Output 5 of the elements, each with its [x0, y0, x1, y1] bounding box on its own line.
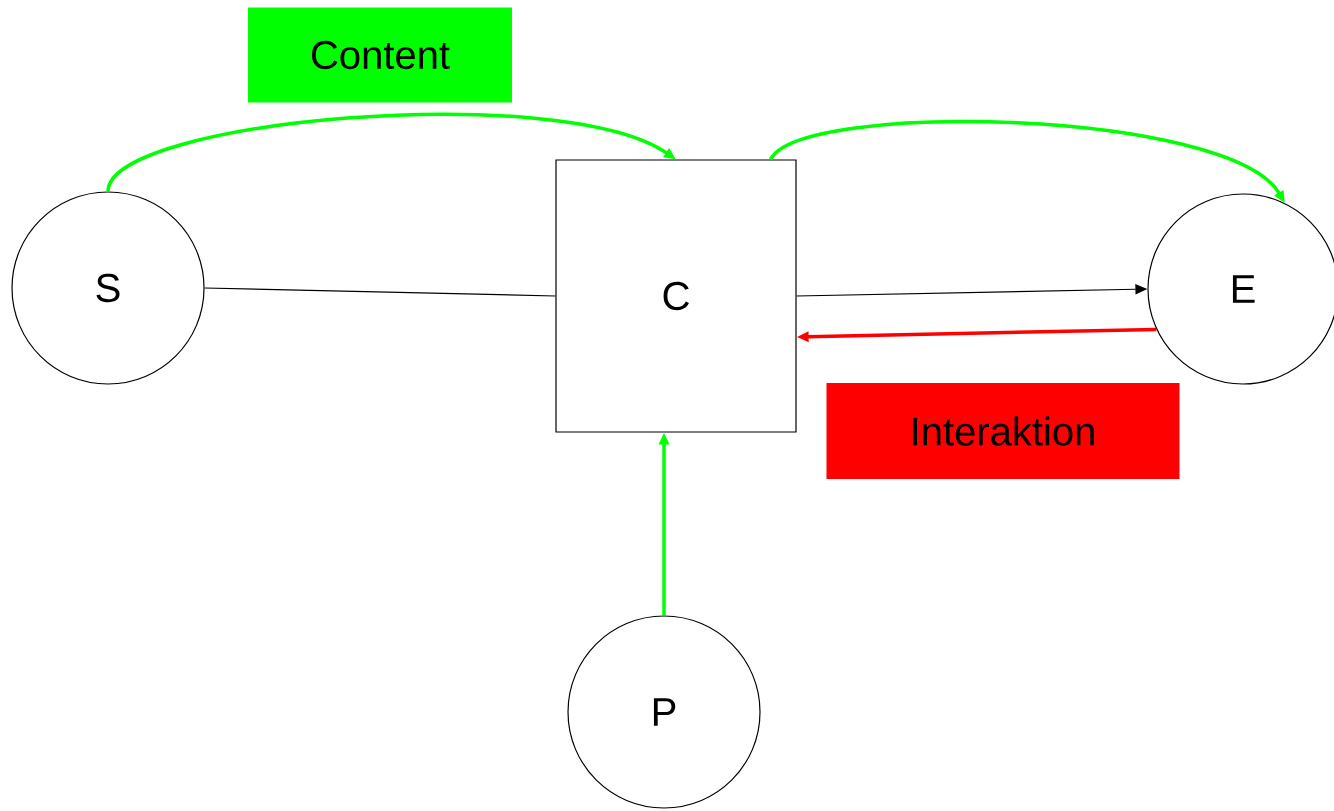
label-box: Content — [248, 7, 512, 103]
square-node: C — [555, 159, 797, 433]
circle-node: P — [567, 615, 761, 809]
circle-node: S — [11, 191, 205, 385]
label-box: Interaktion — [826, 383, 1180, 479]
